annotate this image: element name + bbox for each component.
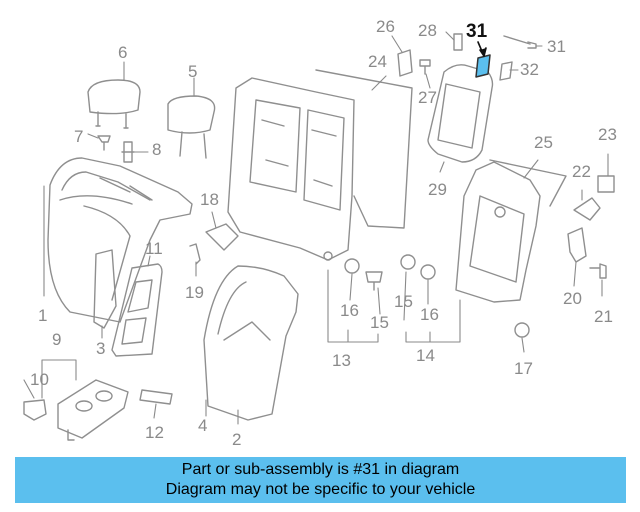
part-right-hardware — [567, 175, 615, 279]
callout-15-right: 15 — [394, 292, 413, 311]
banner-line-2: Diagram may not be specific to your vehi… — [165, 481, 476, 498]
leader-lines — [23, 31, 609, 425]
part-headrest-left — [87, 79, 141, 129]
callout-16-left: 16 — [340, 301, 359, 320]
callout-13: 13 — [332, 351, 351, 370]
part-pad — [427, 64, 494, 163]
callout-9: 9 — [52, 330, 62, 349]
callout-23: 23 — [598, 125, 617, 144]
part-brackets-18-19 — [189, 223, 239, 265]
part-seatback-frame-right — [455, 159, 567, 303]
part-top-hardware — [397, 33, 537, 81]
banner-line-1: Part or sub-assembly is #31 in diagram — [181, 461, 460, 478]
part-trim-strip — [139, 389, 173, 405]
callout-2: 2 — [232, 430, 242, 449]
callout-31-highlighted: 31 — [466, 21, 488, 42]
callout-3: 3 — [96, 339, 106, 358]
leader-31 — [477, 41, 487, 57]
info-banner: Part or sub-assembly is #31 in diagram D… — [15, 457, 626, 503]
callout-17: 17 — [514, 359, 533, 378]
callout-22: 22 — [572, 162, 591, 181]
part-armrest-cupholder — [23, 379, 129, 441]
callout-32: 32 — [520, 60, 539, 79]
callout-15-left: 15 — [370, 313, 389, 332]
callout-20: 20 — [563, 289, 582, 308]
callout-21: 21 — [594, 307, 613, 326]
callout-11: 11 — [145, 239, 163, 258]
callout-6: 6 — [118, 43, 128, 62]
callout-18: 18 — [200, 190, 219, 209]
part-31-highlighted — [475, 54, 491, 78]
part-seatback-cushion — [47, 157, 193, 323]
callout-4: 4 — [198, 416, 208, 435]
callout-24: 24 — [368, 52, 387, 71]
part-center-panel — [93, 249, 117, 329]
callout-10: 10 — [30, 370, 49, 389]
callout-5: 5 — [188, 62, 198, 81]
callout-14: 14 — [416, 346, 435, 365]
callout-12: 12 — [145, 423, 164, 442]
part-clips-7-8 — [97, 135, 135, 163]
callout-19: 19 — [185, 283, 204, 302]
part-seatback-frame — [227, 69, 413, 261]
callout-25: 25 — [534, 133, 553, 152]
callout-29: 29 — [428, 180, 447, 199]
callout-28: 28 — [418, 21, 437, 40]
part-armrest-frame — [111, 263, 163, 357]
part-headrest-right — [167, 95, 216, 159]
part-hardware — [344, 254, 530, 338]
callout-16-right: 16 — [420, 305, 439, 324]
callout-1: 1 — [38, 306, 48, 325]
callout-8: 8 — [152, 140, 162, 159]
part-seatback-cover — [203, 265, 299, 421]
callout-30: 31 — [547, 37, 566, 56]
banner-background — [15, 457, 626, 503]
callout-7: 7 — [74, 127, 84, 146]
callout-27: 27 — [418, 88, 437, 107]
callout-26: 26 — [376, 17, 395, 36]
